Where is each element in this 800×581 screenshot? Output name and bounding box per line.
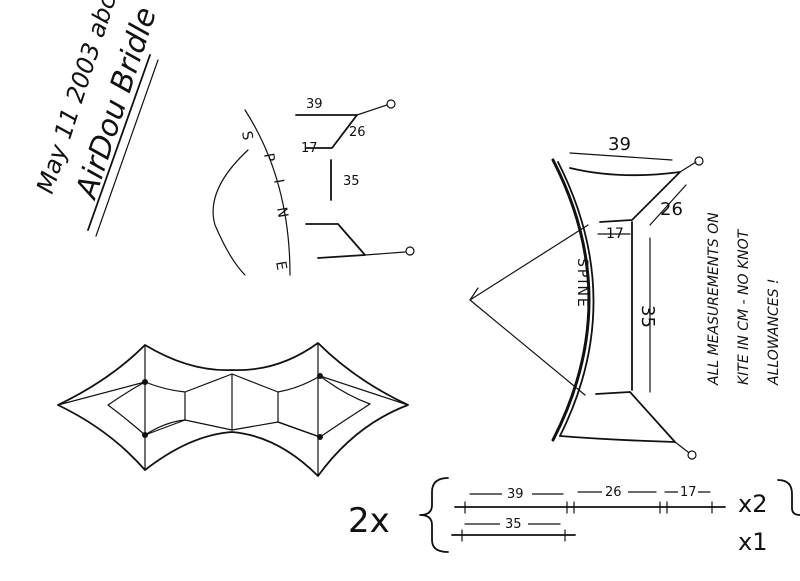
cut-row-1-value-2: 26 [605, 485, 622, 500]
main-bridle-line [469, 224, 589, 396]
cut-row-2-label-bg [500, 516, 528, 530]
small-spine-curve [244, 109, 291, 276]
main-dim-26-arrow [649, 184, 687, 226]
cut-list-multiplier: 2x [348, 501, 390, 541]
main-dim-35: 35 [637, 305, 658, 328]
small-spine-letter-i: I [270, 178, 286, 185]
small-bridle-sketch: S P I N E 39 26 17 35 [212, 97, 415, 276]
kite-node-3 [142, 432, 148, 438]
main-tip-line-top [679, 161, 697, 173]
small-tip-line-top [356, 104, 388, 116]
small-tip-line-bottom [364, 251, 406, 256]
small-tip-circle-top [386, 99, 396, 109]
small-top-line [295, 114, 358, 149]
title-underline [87, 54, 151, 231]
note-line-3: ALLOWANCES ! [766, 278, 782, 386]
cut-row-1-count: x2 [738, 490, 767, 518]
measurement-note: ALL MEASUREMENTS ON KITE IN CM - NO KNOT… [706, 212, 782, 386]
main-spine-inner [557, 161, 595, 437]
main-dim-26: 26 [660, 199, 683, 220]
cut-row-1-label-bg-1 [502, 486, 532, 500]
cut-row-1-value-3: 17 [680, 485, 697, 500]
kite-diag-1 [57, 381, 146, 406]
main-bridle-arrow [469, 287, 479, 301]
small-dim-26: 26 [349, 125, 366, 140]
kite-node-4 [317, 434, 323, 440]
title-underline-2 [95, 59, 159, 237]
kite-diag-3 [144, 419, 186, 436]
small-dim-35: 35 [343, 174, 360, 189]
kite-diag-4 [277, 421, 321, 438]
main-bridle-sketch: SPINE 39 26 17 35 [469, 134, 704, 460]
main-spine [551, 158, 591, 442]
cut-row-1-label-bg-2 [602, 484, 628, 498]
cut-row-1-label-bg-3 [678, 484, 698, 498]
main-spine-label: SPINE [574, 258, 590, 309]
cut-list-brace-right [777, 479, 800, 516]
cut-row-2-value: 35 [505, 517, 522, 532]
cut-list: 2x 39 26 17 x2 35 x1 [348, 477, 800, 556]
main-dim-17: 17 [606, 226, 624, 242]
small-spine-letter-s: S [238, 130, 255, 142]
small-spine-letter-p: P [260, 152, 277, 163]
main-tip-line-bottom [674, 441, 689, 453]
small-tip-circle-bottom [405, 246, 415, 256]
main-bottom-leg [559, 391, 676, 443]
small-spine-letter-e: E [272, 260, 289, 272]
main-tip-top [694, 156, 704, 166]
note-line-2: KITE IN CM - NO KNOT [736, 228, 752, 385]
small-bottom-line [305, 223, 366, 259]
kite-diag-2 [319, 375, 409, 406]
kite-outline-sketch [57, 342, 409, 477]
kite-node-2 [317, 373, 323, 379]
small-bridle-arc [212, 149, 249, 276]
kite-inner-outline [107, 373, 371, 438]
cut-list-brace-left [419, 477, 449, 553]
cut-row-2-count: x1 [738, 528, 767, 556]
main-dim-39-arrow [569, 152, 673, 161]
main-tip-bottom [687, 450, 697, 460]
cut-row-1-value-1: 39 [507, 487, 524, 502]
kite-outer-outline [57, 342, 409, 477]
small-spine-letter-n: N [273, 206, 291, 219]
note-line-1: ALL MEASUREMENTS ON [706, 212, 722, 386]
small-dim-39: 39 [306, 97, 323, 112]
small-dim-17: 17 [301, 141, 318, 156]
kite-node-1 [142, 379, 148, 385]
main-dim-39: 39 [608, 134, 631, 155]
